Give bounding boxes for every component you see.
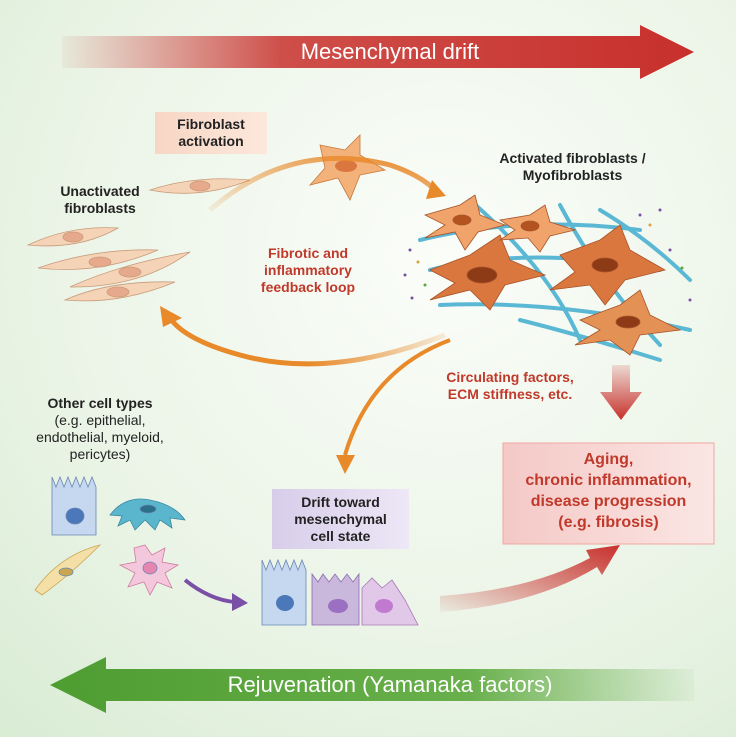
circulating-label: Circulating factors,ECM stiffness, etc. (446, 369, 574, 402)
outcome-label: Aging,chronic inflammation,disease progr… (525, 451, 692, 531)
drift-arrow (343, 338, 451, 456)
outcome-arrow (440, 545, 620, 612)
drift-box (272, 489, 409, 549)
down-red-arrow (600, 365, 642, 420)
drifted-cells (261, 558, 419, 626)
outcome-box (502, 442, 715, 545)
other-cells (34, 475, 186, 596)
myofibroblasts (423, 194, 682, 356)
activated-label: Activated fibroblasts /Myofibroblasts (499, 150, 646, 183)
feedback-loop-arrow (167, 316, 446, 367)
other-cells-subtitle: (e.g. epithelial,endothelial, myeloid,pe… (36, 412, 164, 462)
activation-arrow (208, 155, 437, 212)
rejuvenation-arrow (50, 657, 694, 713)
activated-fibroblast-single (308, 134, 387, 201)
rejuvenation-label: Rejuvenation (Yamanaka factors) (227, 672, 553, 697)
other-cells-title: Other cell types (47, 395, 153, 411)
mesenchymal-drift-label: Mesenchymal drift (300, 39, 480, 64)
purple-arrow (183, 578, 236, 604)
activation-box (155, 112, 267, 154)
mesenchymal-drift-arrow (62, 25, 694, 79)
unactivated-fibroblasts (26, 178, 251, 302)
secreted-factors (403, 208, 692, 302)
